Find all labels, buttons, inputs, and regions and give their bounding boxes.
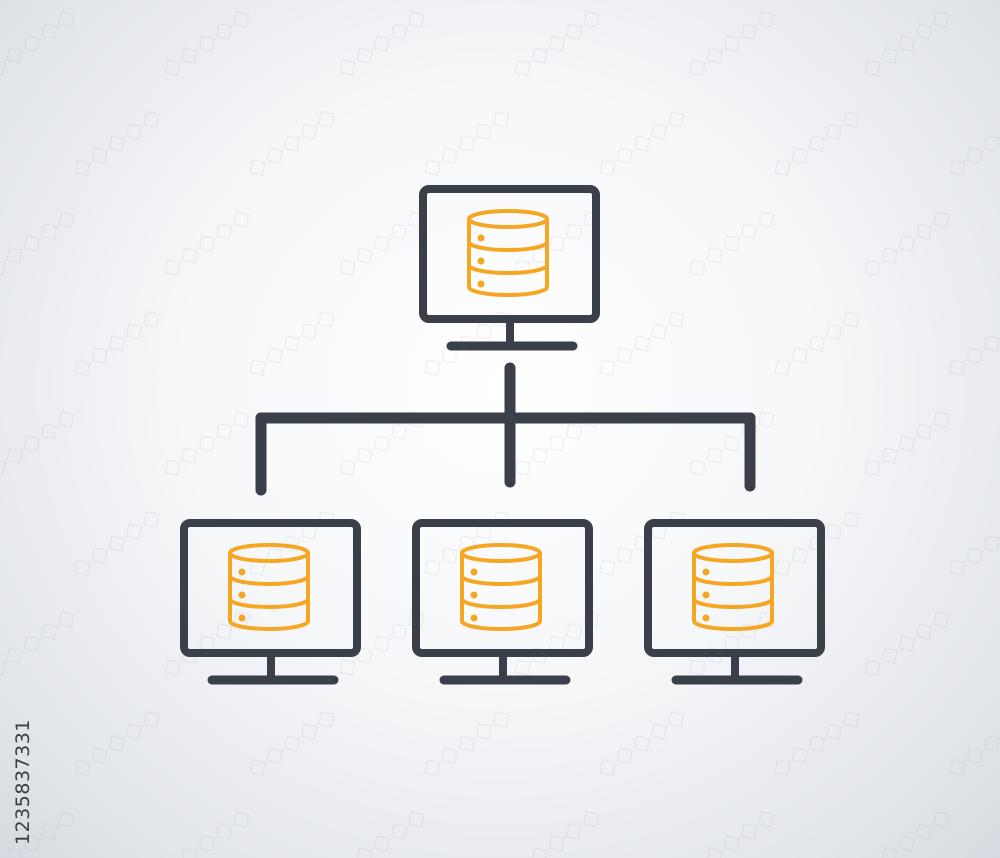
child-monitor-right (644, 519, 825, 685)
database-icon (692, 543, 774, 631)
monitor-icon (419, 185, 600, 351)
root-monitor (419, 185, 600, 351)
child-monitor-left (180, 519, 361, 685)
child-monitor-center (412, 519, 593, 685)
monitor-icon (412, 519, 593, 685)
database-icon (467, 209, 549, 297)
monitor-icon (180, 519, 361, 685)
database-icon (460, 543, 542, 631)
connector-tree (255, 362, 756, 496)
database-icon (228, 543, 310, 631)
monitor-icon (644, 519, 825, 685)
